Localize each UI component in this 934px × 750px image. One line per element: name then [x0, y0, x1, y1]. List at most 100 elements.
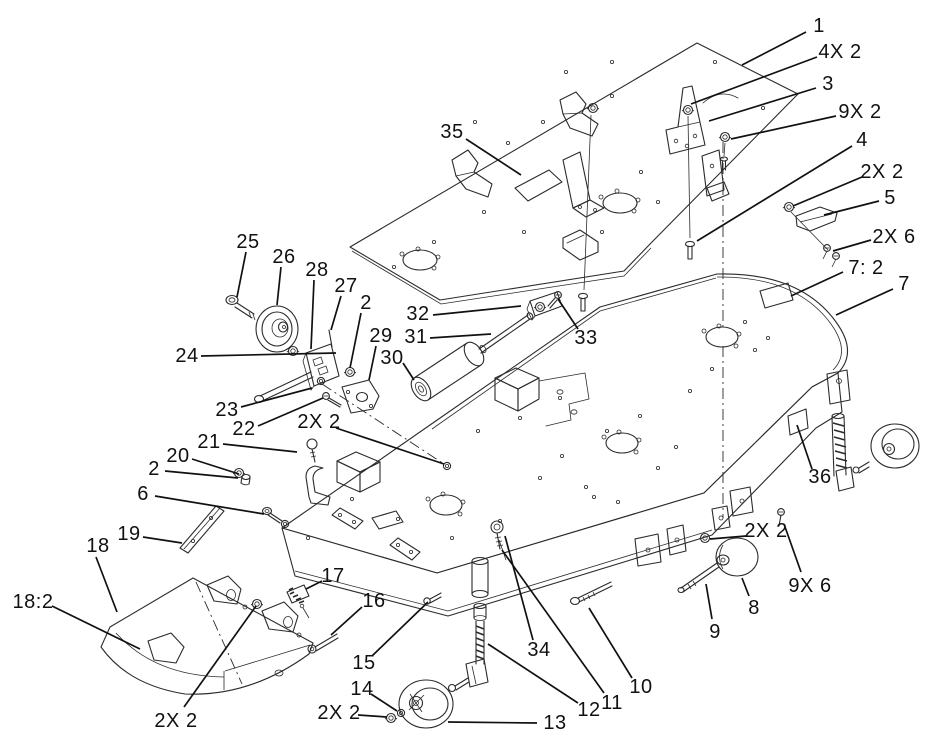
c-bracket-21 — [306, 466, 330, 505]
caster-wheel-13 — [399, 680, 453, 728]
leader-line-46 — [706, 584, 712, 619]
leader-line-0 — [742, 32, 806, 65]
callout-29-19: 19 — [117, 523, 141, 545]
gauge-wheel-assembly — [226, 296, 379, 414]
centerlines — [322, 142, 723, 518]
decal-36 — [788, 409, 808, 435]
leader-line-36 — [358, 715, 387, 717]
callout-10-35: 35 — [440, 121, 464, 143]
leader-line-8 — [791, 272, 843, 296]
leader-line-38 — [488, 644, 578, 703]
leader-line-34 — [372, 602, 428, 656]
callout-14-27: 27 — [334, 275, 358, 297]
leader-line-24 — [336, 428, 444, 464]
decal-18-2 — [148, 633, 184, 663]
bushing-20 — [241, 475, 250, 485]
leader-line-1 — [691, 57, 817, 104]
main-deck — [282, 142, 848, 616]
callout-0-1: 1 — [813, 15, 825, 37]
callout-24-2X-2: 2X 2 — [297, 411, 341, 433]
decal-7-2 — [760, 283, 793, 308]
top-cover — [350, 43, 840, 311]
leader-line-22 — [241, 388, 312, 407]
leader-line-11 — [237, 252, 246, 297]
leader-line-47 — [184, 606, 256, 707]
callout-41-10: 10 — [629, 676, 653, 698]
callout-43-2X-2: 2X 2 — [744, 520, 788, 542]
leader-line-23 — [258, 398, 323, 426]
bolt-22 — [322, 392, 341, 407]
callout-5-2X-2: 2X 2 — [860, 161, 904, 183]
leader-line-45 — [742, 578, 749, 596]
caster-wheel-right — [871, 424, 919, 468]
leader-line-35 — [371, 694, 397, 711]
arm-23 — [255, 372, 314, 403]
callout-37-13: 13 — [543, 712, 567, 734]
bracket-28 — [303, 344, 339, 390]
plate-29 — [342, 380, 379, 413]
deck-brackets — [332, 368, 753, 566]
leader-line-37 — [448, 722, 537, 723]
shaft-31 — [479, 312, 534, 354]
callout-16-29: 29 — [369, 325, 393, 347]
leader-line-32 — [306, 581, 322, 589]
callout-40-34: 34 — [527, 639, 551, 661]
callout-1-4X-2: 4X 2 — [818, 41, 862, 63]
callout-22-23: 23 — [215, 399, 239, 421]
deflector-18 — [101, 578, 313, 694]
callout-7-2X-6: 2X 6 — [872, 226, 916, 248]
leader-line-16 — [369, 346, 376, 380]
callout-35-14: 14 — [350, 678, 374, 700]
leader-line-44 — [784, 524, 801, 572]
leader-lines — [52, 32, 893, 723]
bolt-25 — [226, 296, 255, 321]
left-baffle-group — [180, 439, 330, 553]
bolt-15 — [424, 593, 441, 604]
callout-28-6: 6 — [137, 483, 149, 505]
callout-3-9X-2: 9X 2 — [838, 101, 882, 123]
callout-21-24: 24 — [175, 345, 199, 367]
bolt-below-cover — [579, 293, 588, 311]
leader-line-19 — [430, 334, 491, 338]
leader-line-41 — [589, 608, 632, 678]
leader-line-25 — [223, 444, 297, 452]
decal-35 — [515, 170, 562, 201]
rod-9 — [678, 563, 719, 593]
leader-line-42 — [797, 425, 812, 469]
bolt-33 — [548, 291, 562, 308]
leader-line-4 — [697, 146, 852, 241]
callout-39-11: 11 — [601, 692, 623, 714]
baffle-19 — [180, 506, 224, 553]
leader-line-13 — [311, 280, 314, 349]
callout-33-16: 16 — [362, 590, 386, 612]
bolt-4 — [686, 241, 695, 259]
callout-32-17: 17 — [321, 565, 345, 587]
callout-8-7-2: 7: 2 — [848, 257, 884, 279]
right-caster-assembly — [827, 370, 919, 491]
leader-line-7 — [833, 240, 871, 251]
callout-9-7: 7 — [898, 273, 910, 295]
leader-line-2 — [709, 88, 816, 121]
cover-holes — [392, 60, 764, 268]
callout-13-28: 28 — [305, 259, 329, 281]
callout-17-30: 30 — [380, 347, 404, 369]
callout-4-4: 4 — [856, 129, 868, 151]
leader-line-31 — [52, 606, 140, 649]
callout-45-8: 8 — [748, 597, 760, 619]
callout-12-26: 26 — [272, 246, 296, 268]
ball-8 — [716, 538, 758, 576]
deflector-assembly — [101, 576, 441, 694]
leader-line-17 — [403, 363, 414, 380]
skid-5 — [782, 201, 840, 268]
callout-19-31: 31 — [404, 326, 428, 348]
spindle-tube — [472, 558, 488, 621]
leader-line-43 — [710, 536, 746, 539]
eyebolt-21 — [307, 439, 317, 462]
leader-line-21 — [201, 353, 336, 356]
pin-27 — [329, 330, 332, 347]
callout-34-15: 15 — [352, 652, 376, 674]
callout-42-36: 36 — [808, 466, 832, 488]
leader-line-29 — [143, 537, 182, 543]
callout-38-12: 12 — [577, 699, 601, 721]
